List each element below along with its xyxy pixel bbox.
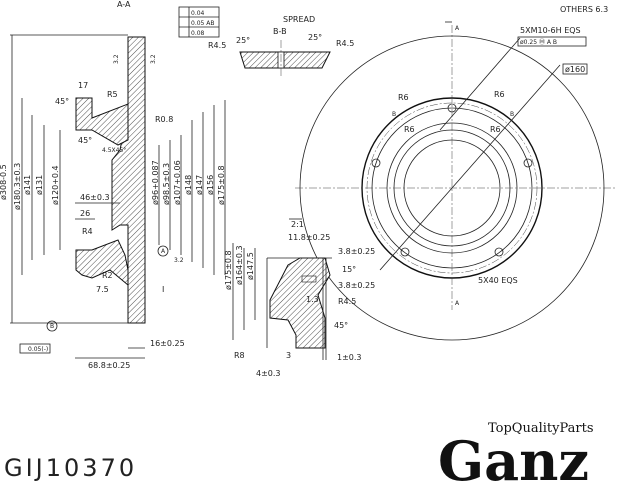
dim: R5: [107, 90, 118, 99]
roughness: 3.2: [174, 257, 184, 264]
section-aa: A-A 0.04 0.05 AB 0.08 ø308-0.5: [0, 0, 226, 370]
dim: 1±0.3: [337, 353, 362, 362]
dim: 4±0.3: [256, 369, 281, 378]
slot-spec: 5X40 EQS: [478, 276, 518, 285]
dim: 4.5X45°: [102, 147, 126, 154]
dim: ø98.5±0.3: [162, 163, 171, 205]
dim: ø131: [35, 175, 44, 195]
dim-radius: R6: [494, 90, 505, 99]
section-aa-title: A-A: [117, 0, 131, 9]
dim: R2: [102, 271, 113, 280]
dim: 17: [78, 81, 88, 90]
dim: 11.8±0.25: [288, 233, 330, 242]
tol-parallel: 0.08: [191, 30, 205, 37]
dim: ø180.3±0.3: [13, 163, 22, 210]
detail-i-callout: I: [162, 285, 164, 294]
dim: 16±0.25: [150, 339, 185, 348]
brand-tagline: TopQualityParts: [488, 421, 594, 436]
dim: 3: [286, 351, 291, 360]
dim: ø175±0.8: [217, 165, 226, 205]
tol-flatness: 0.04: [191, 10, 205, 17]
dim: 1.3: [306, 295, 319, 304]
dim: R4.5: [336, 39, 354, 48]
dim: 45°: [334, 321, 348, 330]
dim-outer-diameter: ø308-0.5: [0, 164, 8, 200]
dim: 45°: [55, 97, 69, 106]
section-bb-title: B-B: [273, 27, 287, 36]
section-bb: SPREAD B-B R4.5 25° 25° R4.5: [208, 15, 354, 78]
part-number: GIJ10370: [4, 454, 137, 482]
surface-roughness-note: OTHERS 6.3: [560, 5, 608, 14]
dim: ø148: [184, 175, 193, 195]
section-mark-b-right: B: [510, 111, 514, 118]
dim: ø147.5: [246, 252, 255, 280]
pitch-circle-diameter: ø160: [565, 65, 585, 74]
dim: 26: [80, 209, 90, 218]
dim: 45°: [78, 136, 92, 145]
dim-radius: R6: [404, 125, 415, 134]
thread-spec: 5XM10-6H EQS: [520, 26, 581, 35]
dim: ø96+0.087: [151, 160, 160, 205]
dim: ø147: [195, 175, 204, 195]
dim: R0.8: [155, 115, 173, 124]
section-mark-a-top: A: [455, 25, 460, 32]
dim: 25°: [308, 33, 322, 42]
tol-runout: 0.05 AB: [191, 20, 215, 27]
tolerance-frame: 0.04 0.05 AB 0.08: [178, 6, 220, 38]
dim-radius: R6: [490, 125, 501, 134]
dim: 46±0.3: [80, 193, 110, 202]
brand-name: Ganz: [438, 429, 589, 485]
tol-flatness-b: 0.05(-): [28, 346, 48, 353]
dim: ø141: [23, 175, 32, 195]
dim: R8: [234, 351, 245, 360]
dim: 25°: [236, 36, 250, 45]
dim: R4.5: [338, 297, 356, 306]
dim: ø107+0.06: [173, 160, 182, 205]
position-tolerance: ø0.25 Ⓜ A B: [520, 38, 557, 46]
brand-logo: Ganz TopQualityParts: [438, 421, 594, 485]
detail-i: 2:1 ø175±0.8 ø164±0.3 ø147.5 11.8±0.25 3…: [224, 218, 375, 378]
dim: ø175±0.8: [224, 250, 233, 290]
roughness: 3.2: [113, 54, 120, 64]
dim: 3.8±0.25: [338, 247, 375, 256]
spread-note: SPREAD: [283, 15, 315, 24]
dim-radius: R6: [398, 93, 409, 102]
dim: ø156: [206, 175, 215, 195]
dim: 15°: [342, 265, 356, 274]
detail-scale: 2:1: [291, 220, 304, 229]
dim: R4.5: [208, 41, 226, 50]
datum-b: B: [50, 323, 54, 330]
dim: 7.5: [96, 285, 109, 294]
front-view: A A B B 5XM10-6H EQS ø0.25 Ⓜ A B ø160 R6…: [295, 5, 615, 341]
section-mark-b-left: B: [392, 111, 396, 118]
dim: 68.8±0.25: [88, 361, 130, 370]
dim: R4: [82, 227, 93, 236]
section-mark-a-bottom: A: [455, 300, 460, 307]
dim: ø164±0.3: [235, 245, 244, 285]
dim: 3.8±0.25: [338, 281, 375, 290]
roughness: 3.2: [150, 54, 157, 64]
datum-a: A: [161, 248, 166, 255]
dim: ø120+0.4: [51, 165, 60, 205]
